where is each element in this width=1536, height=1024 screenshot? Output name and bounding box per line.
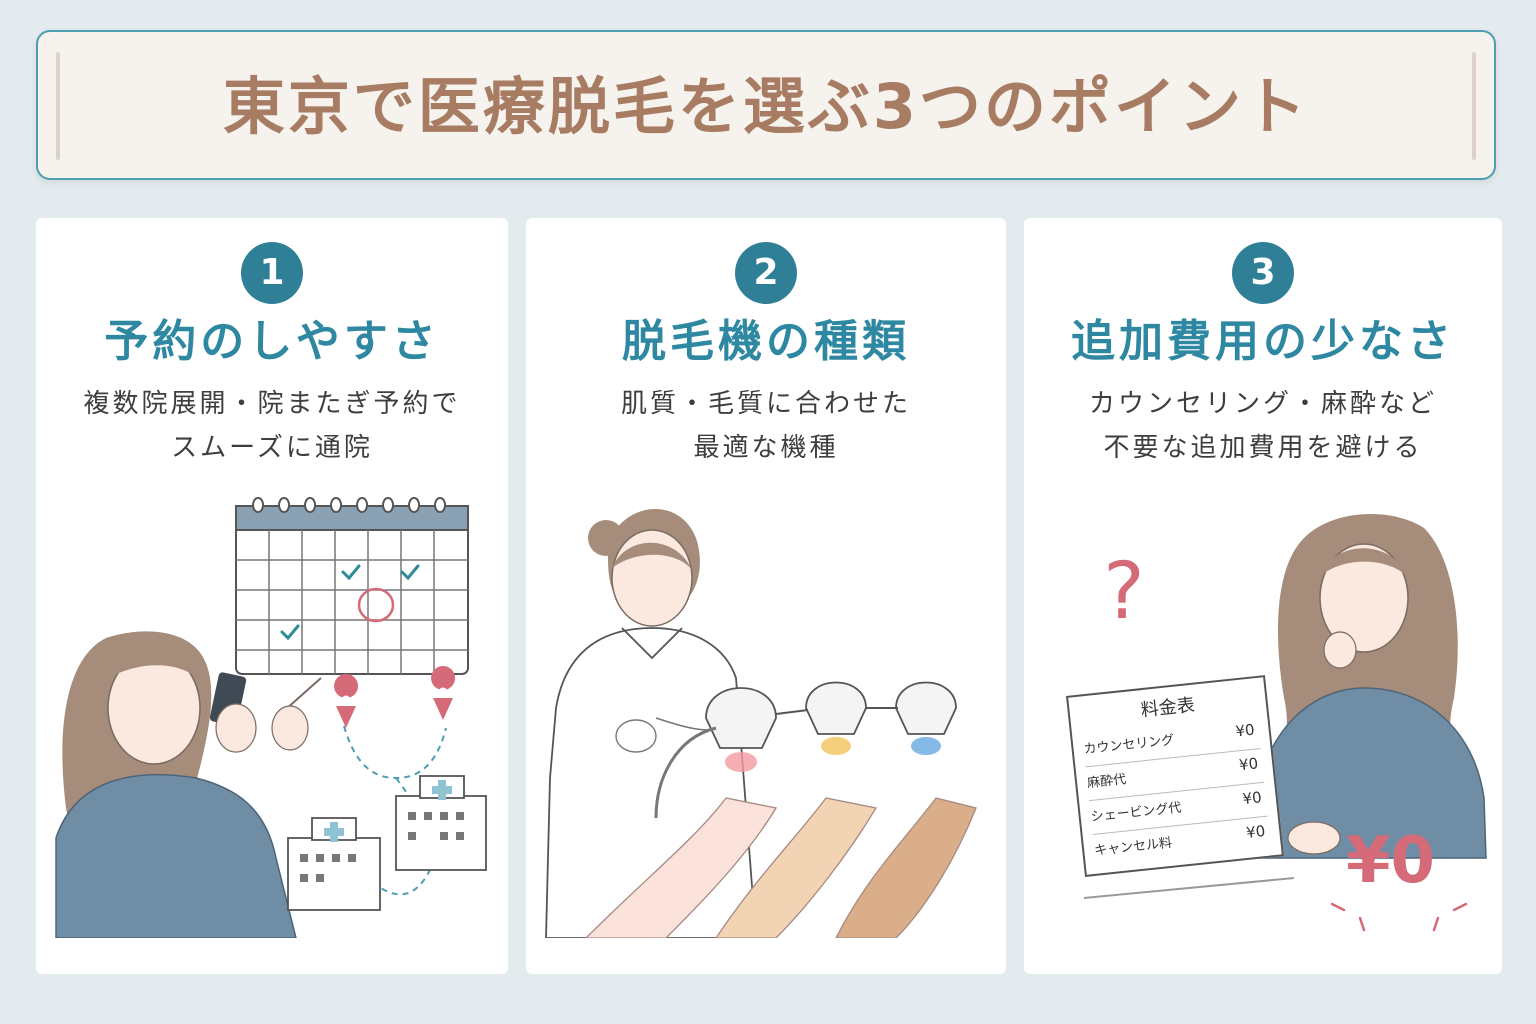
price-row-value: ¥0 xyxy=(1234,720,1256,741)
point-description: 複数院展開・院またぎ予約で スムーズに通院 xyxy=(36,382,508,470)
point-number-badge: 2 xyxy=(735,242,797,304)
price-row-label: シェービング代 xyxy=(1090,800,1183,826)
point-description: 肌質・毛質に合わせた 最適な機種 xyxy=(526,382,1006,470)
laser-handpiece-icon xyxy=(705,681,957,749)
point-number-badge: 3 xyxy=(1232,242,1294,304)
price-row-label: カウンセリング xyxy=(1082,732,1176,758)
price-row-label: キャンセル料 xyxy=(1093,835,1173,859)
price-table-board: 料金表 カウンセリング ¥0 麻酔代 ¥0 シェービング代 ¥0 キャンセル料 … xyxy=(1066,675,1284,878)
point-card-1: 1 予約のしやすさ 複数院展開・院またぎ予約で スムーズに通院 xyxy=(36,218,508,974)
description-line: 最適な機種 xyxy=(693,433,839,463)
calendar-icon xyxy=(235,497,469,675)
question-mark-icon: ? xyxy=(1103,547,1144,637)
fee-illustration: ? xyxy=(1083,514,1487,899)
sparkle-icon xyxy=(1330,902,1468,932)
description-line: 不要な追加費用を避ける xyxy=(1103,433,1423,463)
point-card-2: 2 脱毛機の種類 肌質・毛質に合わせた 最適な機種 xyxy=(526,218,1006,974)
point-description: カウンセリング・麻酔など 不要な追加費用を避ける xyxy=(1024,382,1502,470)
point-title: 追加費用の少なさ xyxy=(1071,316,1455,367)
laser-machine-illustration xyxy=(545,509,977,938)
booking-illustration xyxy=(55,497,487,938)
description-line: 肌質・毛質に合わせた xyxy=(620,389,911,419)
circle-mark-icon xyxy=(357,587,395,623)
point-title: 脱毛機の種類 xyxy=(622,316,910,367)
clinic-building-icon xyxy=(287,775,487,911)
header-banner: 東京で医療脱毛を選ぶ3つのポイント xyxy=(36,30,1496,180)
description-line: カウンセリング・麻酔など xyxy=(1088,389,1437,419)
point-number-badge: 1 xyxy=(241,242,303,304)
price-row-label: 麻酔代 xyxy=(1086,772,1127,792)
point-card-3: 3 追加費用の少なさ カウンセリング・麻酔など 不要な追加費用を避ける ? 料金… xyxy=(1024,218,1502,974)
banner-left-accent xyxy=(56,52,60,160)
check-icon xyxy=(280,564,420,641)
price-row-value: ¥0 xyxy=(1238,754,1260,775)
woman-thinking-illustration xyxy=(1253,514,1487,859)
map-pin-icon xyxy=(334,666,456,728)
page-title: 東京で医療脱毛を選ぶ3つのポイント xyxy=(222,70,1310,143)
description-line: スムーズに通院 xyxy=(171,433,373,463)
description-line: 複数院展開・院またぎ予約で xyxy=(83,389,461,419)
arm-illustration xyxy=(585,797,977,938)
zero-yen-highlight: ¥0 xyxy=(1346,824,1436,898)
point-title: 予約のしやすさ xyxy=(104,316,440,367)
price-row-value: ¥0 xyxy=(1245,821,1267,842)
woman-with-phone-illustration xyxy=(55,631,322,938)
banner-right-accent xyxy=(1472,52,1476,160)
price-row-value: ¥0 xyxy=(1241,788,1263,809)
